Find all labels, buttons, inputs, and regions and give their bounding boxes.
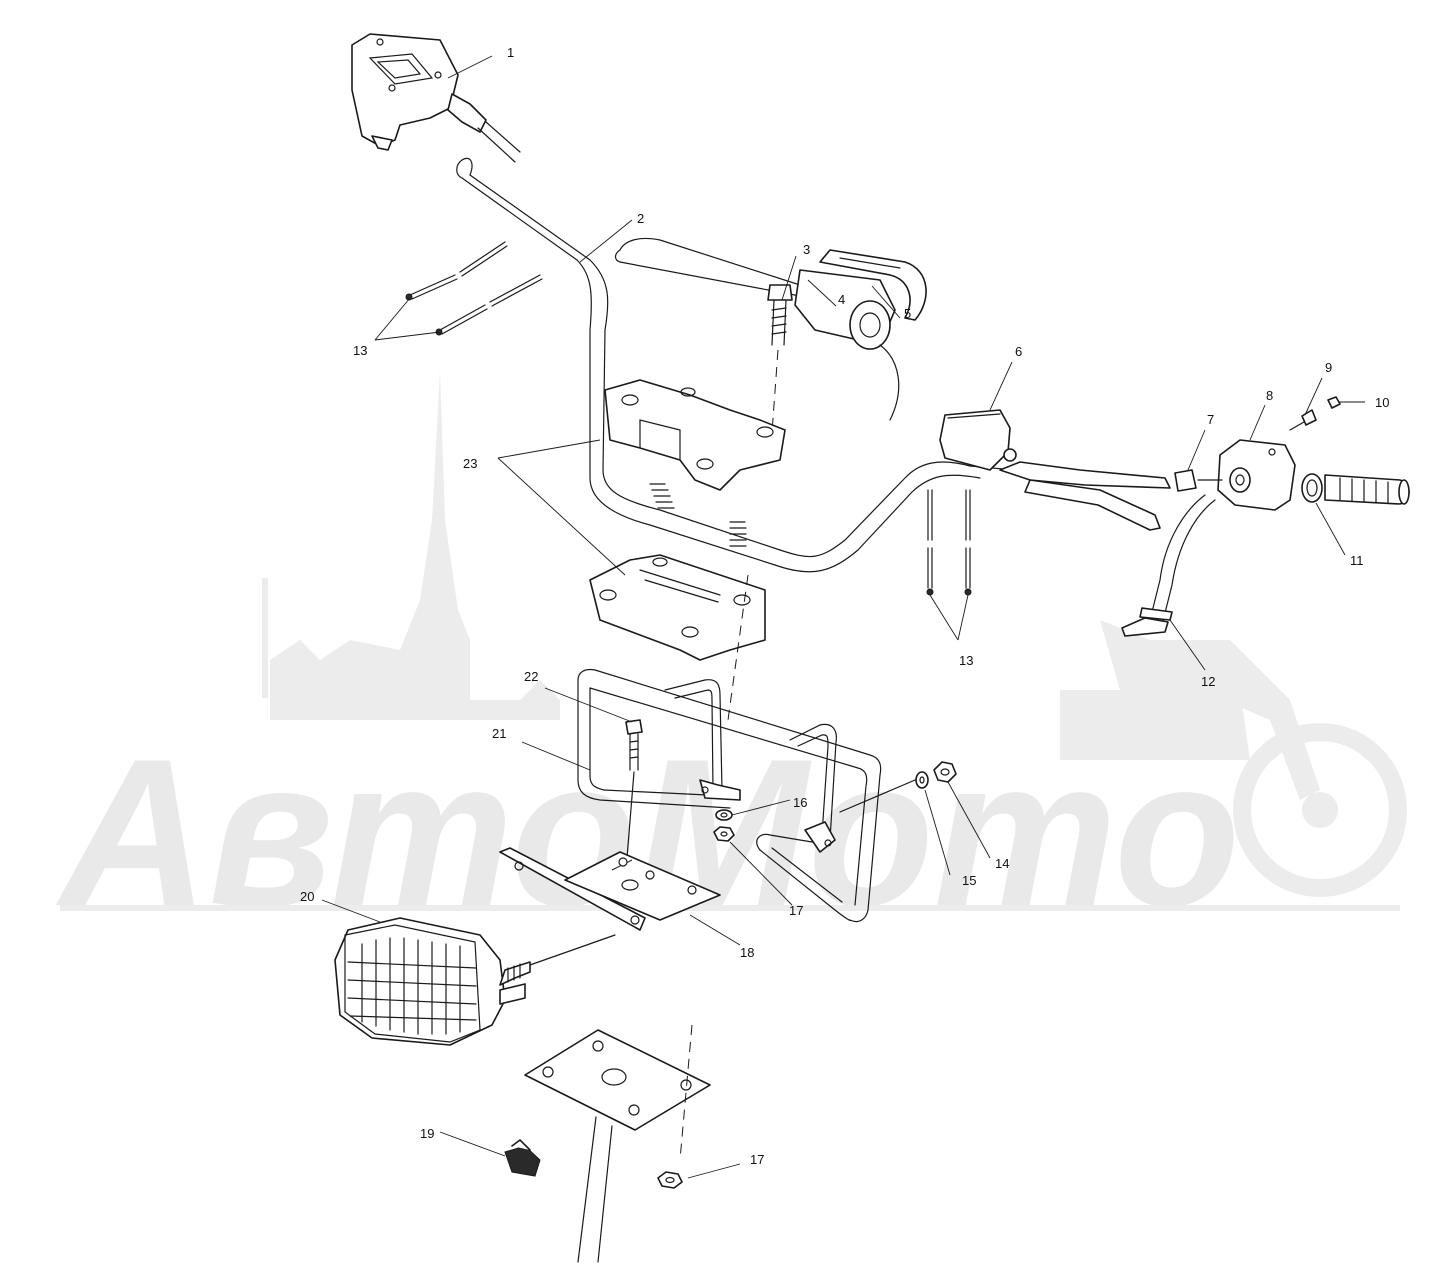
part-8-throttle-housing — [1197, 439, 1296, 511]
part-19-connector — [504, 1139, 541, 1177]
callout-16: 16 — [793, 795, 807, 810]
headlight-lens-grid — [347, 937, 477, 1035]
watermark-baseline — [60, 905, 1400, 911]
part-5-pad-cover — [819, 249, 927, 321]
callout-2: 2 — [637, 211, 644, 226]
callout-13-right: 13 — [959, 653, 973, 668]
callout-12: 12 — [1201, 674, 1215, 689]
callout-18: 18 — [740, 945, 754, 960]
watermark-flag-pole — [262, 578, 268, 698]
part-12-cable-tie — [1121, 494, 1216, 637]
callout-19: 19 — [420, 1126, 434, 1141]
callout-23: 23 — [463, 456, 477, 471]
axis-line-clamp — [727, 574, 749, 721]
part-16-washer — [715, 809, 733, 821]
callout-14: 14 — [995, 856, 1009, 871]
part-15-washer — [915, 771, 929, 789]
callout-1: 1 — [507, 45, 514, 60]
callout-20: 20 — [300, 889, 314, 904]
part-22-bolt — [625, 719, 643, 871]
part-7-spacer — [1174, 469, 1197, 492]
callout-8: 8 — [1266, 388, 1273, 403]
part-17-nut-lower — [657, 1171, 683, 1189]
part-13-cable-ties-right — [926, 489, 972, 596]
callout-10: 10 — [1375, 395, 1389, 410]
part-6-brake-lever — [939, 409, 1171, 531]
handlebar-knurl — [649, 483, 747, 547]
part-23-lower-clamp — [589, 554, 766, 661]
callout-9: 9 — [1325, 360, 1332, 375]
part-21-bracket-frame — [577, 668, 882, 923]
watermark-motorcycle — [1060, 620, 1407, 897]
callout-11: 11 — [1350, 553, 1364, 568]
callout-4: 4 — [838, 292, 845, 307]
part-17-nut-upper — [713, 826, 735, 842]
callout-5: 5 — [904, 306, 911, 321]
part-14-nut — [933, 761, 957, 783]
part-9-screw — [1289, 409, 1317, 431]
callout-3: 3 — [803, 242, 810, 257]
callout-17-upper: 17 — [789, 903, 803, 918]
leader-lines — [321, 55, 1365, 1179]
callout-7: 7 — [1207, 412, 1214, 427]
stud-line — [839, 779, 916, 813]
part-10-cap — [1327, 396, 1341, 409]
callout-17-lower: 17 — [750, 1152, 764, 1167]
part-1-switch-housing — [351, 33, 521, 163]
callout-15: 15 — [962, 873, 976, 888]
callout-21: 21 — [492, 726, 506, 741]
part-11-grip — [1301, 473, 1410, 505]
callout-22: 22 — [524, 669, 538, 684]
lower-mount-plate — [524, 1024, 711, 1263]
callout-13-left: 13 — [353, 343, 367, 358]
part-18-bracket-plate — [499, 847, 721, 931]
part-13-cable-ties-left — [405, 241, 543, 336]
part-20-headlight — [334, 917, 616, 1046]
watermark-spire-shape — [270, 370, 560, 720]
callout-labels: 1 2 3 4 5 6 7 8 9 10 11 12 13 13 14 15 1… — [300, 45, 1389, 1167]
callout-6: 6 — [1015, 344, 1022, 359]
part-23-upper-clamp — [604, 379, 786, 491]
part-4-crossbar-pad — [794, 269, 900, 421]
